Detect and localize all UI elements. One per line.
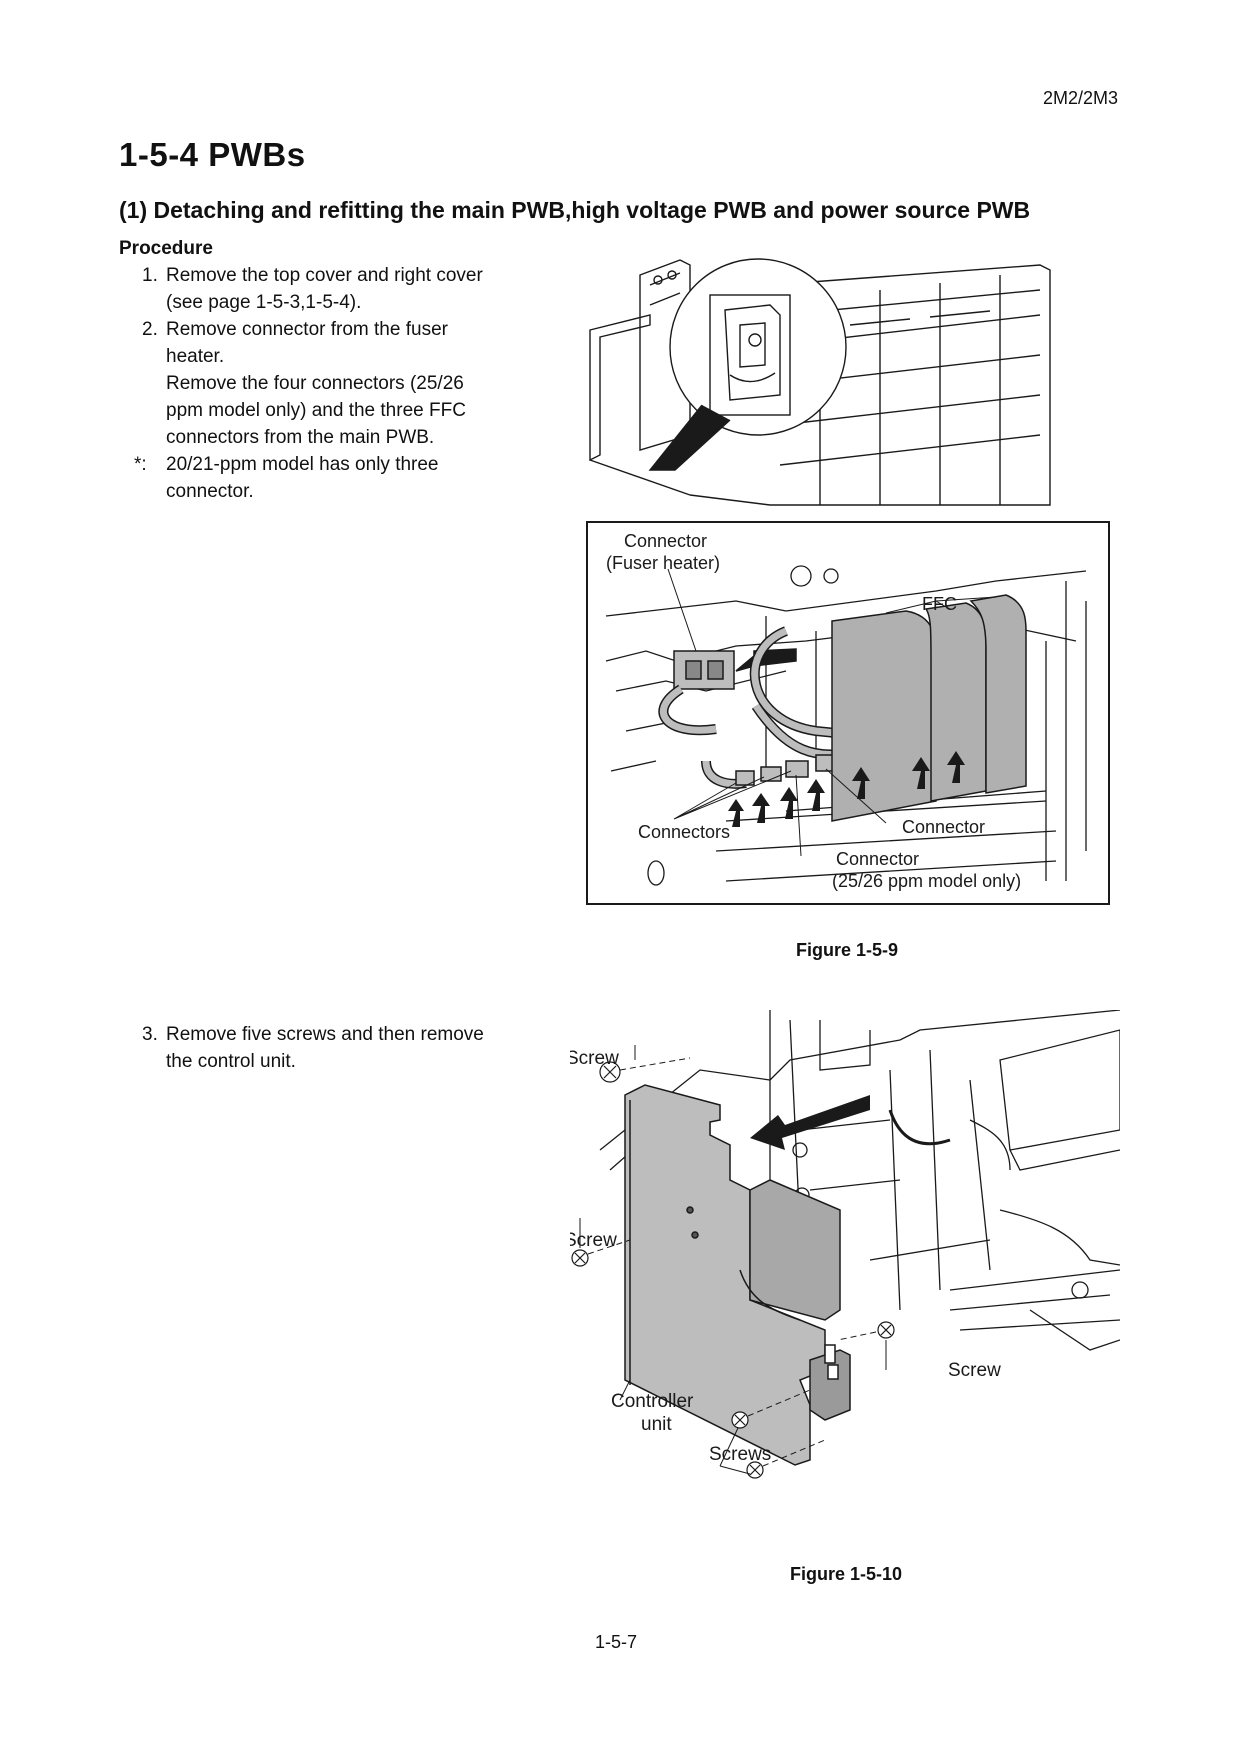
label-controller-1: Controller [611,1391,694,1412]
step-text-line: the control unit. [166,1051,296,1072]
label-connectors: Connectors [638,822,730,842]
subsection-title: (1) Detaching and refitting the main PWB… [119,197,1031,223]
label-connector-2526-2: (25/26 ppm model only) [832,871,1021,891]
label-connector-fuser-2: (Fuser heater) [606,553,720,573]
note-text-line: connector. [166,481,254,502]
figure-9-connector-detail: Connector (Fuser heater) FFC Connectors … [586,521,1110,905]
label-controller-2: unit [641,1414,672,1435]
figure-9-overview-illustration [589,258,1051,506]
figure-10-controller-illustration: Screw Screw Screw Controller unit Screws [570,1010,1120,1479]
label-screw-right: Screw [948,1360,1001,1381]
section-title: 1-5-4 PWBs [119,136,306,173]
label-screw-left: Screw [570,1230,617,1251]
figure-10-caption: Figure 1-5-10 [790,1564,903,1584]
label-ffc: FFC [922,594,957,614]
step-text-line: Remove the four connectors (25/26 [166,373,464,394]
step-text-line: Remove connector from the fuser [166,319,448,340]
label-connector: Connector [902,817,985,837]
step-number: 3. [142,1024,158,1045]
page-number: 1-5-7 [595,1632,638,1652]
label-connector-fuser-1: Connector [624,531,707,551]
step-text-line: heater. [166,346,225,367]
label-screw-top: Screw [570,1048,619,1069]
step-text-line: ppm model only) and the three FFC [166,400,466,421]
note-text-line: 20/21-ppm model has only three [166,454,439,475]
step-text-line: Remove the top cover and right cover [166,265,483,286]
step-text-line: Remove five screws and then remove [166,1024,484,1045]
step-number: 2. [142,319,158,340]
note-mark: *: [134,454,147,475]
label-connector-2526-1: Connector [836,849,919,869]
document-model-code: 2M2/2M3 [1042,88,1118,108]
step-text-line: connectors from the main PWB. [166,427,435,448]
step-number: 1. [142,265,158,286]
procedure-label: Procedure [119,238,213,259]
step-text-line: (see page 1-5-3,1-5-4). [166,292,362,313]
label-screws: Screws [709,1444,771,1465]
figure-9-caption: Figure 1-5-9 [796,940,899,960]
procedure-step-2-continuation: Remove the four connectors (25/26 ppm mo… [166,370,506,451]
